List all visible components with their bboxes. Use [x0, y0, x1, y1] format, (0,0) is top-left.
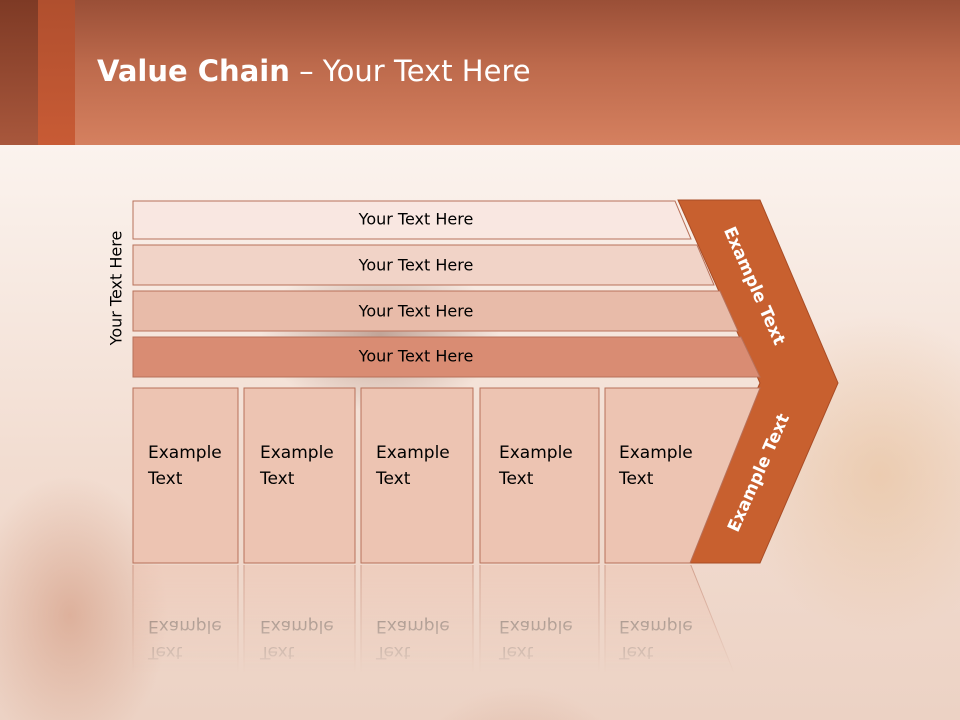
box-4-line1: Example	[499, 443, 573, 463]
activity-box-3	[360, 387, 474, 564]
bar-2-label: Your Text Here	[358, 256, 474, 275]
reflection-box-1-text2: Example	[148, 616, 222, 636]
activity-box-5	[604, 387, 761, 564]
bar-2	[132, 244, 715, 286]
banner-accent-orange	[38, 0, 75, 145]
reflection-box-2-text: Text	[259, 642, 295, 662]
reflection-box-1	[132, 562, 239, 720]
activity-box-4	[479, 387, 600, 564]
title-bold: Value Chain	[97, 54, 290, 88]
activity-box-1	[132, 387, 239, 564]
bar-1	[132, 200, 692, 240]
box-5-line1: Example	[619, 443, 693, 463]
reflection-box-3-text2: Example	[376, 616, 450, 636]
box-2-line2: Text	[259, 469, 295, 489]
activity-box-2	[243, 387, 356, 564]
banner-accent-dark	[0, 0, 38, 145]
bar-3	[132, 290, 739, 332]
title-rest: – Your Text Here	[289, 54, 531, 88]
box-1-line1: Example	[148, 443, 222, 463]
reflection-box-4	[479, 562, 600, 720]
box-5-line2: Text	[618, 469, 654, 489]
reflection-box-5-text: Text	[618, 642, 654, 662]
reflection-box-3-text: Text	[375, 642, 411, 662]
chevron-arrow	[677, 199, 839, 564]
box-2-line1: Example	[260, 443, 334, 463]
reflection-box-5	[604, 562, 754, 720]
title-banner	[0, 0, 960, 145]
bar-4	[132, 336, 761, 378]
reflection-box-2-text2: Example	[260, 616, 334, 636]
reflection-box-2	[243, 562, 356, 720]
box-3-line2: Text	[375, 469, 411, 489]
slide-title: Value Chain – Your Text Here	[97, 54, 531, 88]
box-3-line1: Example	[376, 443, 450, 463]
bar-1-label: Your Text Here	[358, 210, 474, 229]
reflection-box-4-text: Text	[498, 642, 534, 662]
bar-3-label: Your Text Here	[358, 302, 474, 321]
reflection-box-5-text2: Example	[619, 616, 693, 636]
box-4-line2: Text	[498, 469, 534, 489]
reflection-box-4-text2: Example	[499, 616, 573, 636]
bar-4-label: Your Text Here	[358, 347, 474, 366]
reflection-box-3	[360, 562, 474, 720]
reflection-box-1-text: Text	[147, 642, 183, 662]
box-1-line2: Text	[147, 469, 183, 489]
diagram-reflection: Text Example Text Example Text Example T…	[132, 562, 754, 720]
